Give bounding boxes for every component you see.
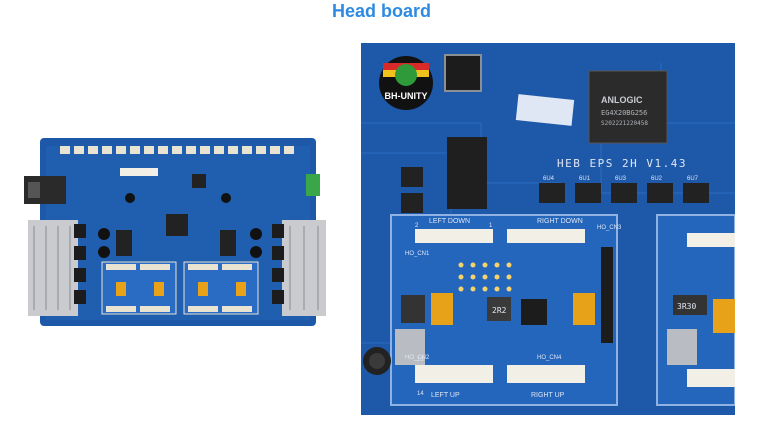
right-down-label: RIGHT DOWN xyxy=(537,218,583,225)
cap-label: 3R30 xyxy=(677,302,696,311)
chip-mark: 6U3 xyxy=(615,176,627,182)
fpga-chip xyxy=(588,70,668,144)
chip-row xyxy=(539,183,709,203)
chip-mark: 6U7 xyxy=(687,176,699,182)
tantalum-capacitor xyxy=(431,293,735,333)
pin-label: 1 xyxy=(489,223,493,229)
head-board-illustration xyxy=(24,138,326,326)
pin-label: 14 xyxy=(417,391,424,397)
left-up-label: LEFT UP xyxy=(431,392,460,399)
board-closeup-photo: BH-UNITY ANLOGIC EG4X20BG256 S2022212204… xyxy=(361,43,735,415)
chip-mark: 6U4 xyxy=(543,176,555,182)
chip-brand: ANLOGIC xyxy=(601,95,643,105)
connector-2-label: HO_CN2 xyxy=(405,355,430,361)
right-up-label: RIGHT UP xyxy=(531,392,565,399)
left-down-label: LEFT DOWN xyxy=(429,218,470,225)
inductor-label: 2R2 xyxy=(492,306,507,315)
chip-code: S202221220458 xyxy=(601,120,648,127)
connector-1-label: HO_CN1 xyxy=(405,251,430,257)
logo-text: BH-UNITY xyxy=(385,91,428,101)
connector-3-label: HO_CN3 xyxy=(597,225,622,231)
bh-unity-logo xyxy=(379,56,433,110)
board-closeup-illustration: BH-UNITY ANLOGIC EG4X20BG256 S2022212204… xyxy=(361,43,735,415)
connector xyxy=(415,229,735,247)
chip-mark: 6U2 xyxy=(651,176,663,182)
page-title: Head board xyxy=(331,1,432,21)
connector-4-label: HO_CN4 xyxy=(537,355,562,361)
chip-mark: 6U1 xyxy=(579,176,591,182)
connector xyxy=(415,365,735,387)
head-board-photo xyxy=(20,102,330,334)
board-name: HEB EPS 2H V1.43 xyxy=(557,157,687,170)
pin-label: 13 xyxy=(417,357,424,363)
pin-label: 2 xyxy=(415,223,419,229)
chip-part: EG4X20BG256 xyxy=(601,109,647,117)
